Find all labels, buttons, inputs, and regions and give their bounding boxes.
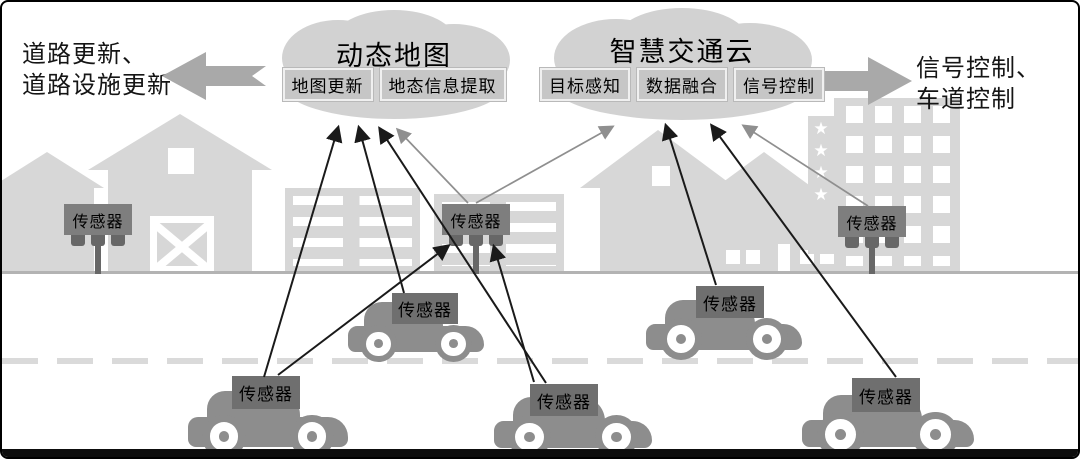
sensor-camera-icon bbox=[885, 237, 899, 248]
right-output-line2: 车道控制 bbox=[916, 87, 1016, 113]
cloud-function-box: 信号控制 bbox=[733, 67, 825, 102]
sensor-camera-icon bbox=[449, 235, 463, 246]
sensor-pole bbox=[473, 244, 479, 274]
cloud-title: 动态地图 bbox=[336, 41, 452, 71]
cloud-title: 智慧交通云 bbox=[609, 37, 755, 67]
star-icon: ★ bbox=[813, 163, 829, 182]
car-sensor-box: 传感器 bbox=[852, 378, 920, 412]
cloud-function-box: 数据融合 bbox=[636, 67, 728, 102]
star-icon: ★ bbox=[813, 141, 829, 160]
roadside-sensor-right: 传感器 bbox=[838, 206, 906, 274]
barn-door-icon bbox=[150, 216, 214, 273]
sensor-label: 传感器 bbox=[72, 213, 124, 231]
block-arrow-left-icon bbox=[162, 52, 266, 100]
shop-window-icon bbox=[726, 250, 740, 264]
shop-awning-icon bbox=[714, 228, 842, 241]
wheel-icon bbox=[435, 325, 472, 362]
car-sensor-box: 传感器 bbox=[696, 286, 764, 318]
bottom-frame-bar bbox=[2, 449, 1078, 457]
sensor-camera-icon bbox=[71, 235, 85, 246]
shop-door-icon bbox=[778, 244, 790, 273]
wheel-icon bbox=[660, 317, 703, 360]
city-block-left-windows-icon bbox=[293, 196, 412, 266]
sensor-camera-icon bbox=[489, 235, 503, 246]
left-output-line2: 道路设施更新 bbox=[22, 73, 172, 99]
sensor-pole bbox=[95, 244, 101, 274]
sensor-camera-icon bbox=[845, 237, 859, 248]
sensor-label: 传感器 bbox=[703, 294, 757, 314]
cloud-function-box: 地图更新 bbox=[281, 67, 374, 102]
house-far-right-roof-icon bbox=[704, 152, 824, 196]
house-right-window-icon bbox=[652, 166, 670, 186]
roadside-sensor-left: 传感器 bbox=[64, 204, 132, 274]
road-edge-line bbox=[2, 271, 1078, 274]
wheel-icon bbox=[745, 317, 788, 360]
house-right bbox=[600, 188, 725, 273]
sensor-label: 传感器 bbox=[537, 392, 591, 412]
cloud-function-box: 地态信息提取 bbox=[378, 67, 507, 102]
sensor-sign: 传感器 bbox=[442, 204, 510, 235]
sensor-camera-icon bbox=[91, 235, 105, 246]
car-sensor-box: 传感器 bbox=[392, 293, 458, 324]
right-output-label: 信号控制、 车道控制 bbox=[916, 54, 1041, 116]
sensor-label: 传感器 bbox=[859, 387, 913, 407]
sensor-sign: 传感器 bbox=[64, 204, 132, 235]
cloud-function-box: 目标感知 bbox=[539, 67, 631, 102]
star-icon: ★ bbox=[813, 185, 829, 204]
sensor-label: 传感器 bbox=[846, 215, 898, 233]
dynamic-map-cloud: 动态地图 地图更新 地态信息提取 bbox=[268, 8, 520, 122]
barn-window-icon bbox=[168, 148, 194, 174]
sensor-camera-icon bbox=[111, 235, 125, 246]
small-house-roof-icon bbox=[2, 152, 104, 188]
roadside-sensor-mid: 传感器 bbox=[442, 204, 510, 274]
sensor-label: 传感器 bbox=[239, 385, 293, 404]
lane-divider-line bbox=[2, 358, 1078, 364]
left-output-line1: 道路更新、 bbox=[22, 42, 147, 68]
block-arrow-right-icon bbox=[810, 57, 912, 105]
sensor-pole bbox=[869, 246, 875, 274]
right-output-line1: 信号控制、 bbox=[916, 56, 1041, 82]
car-sensor-box: 传感器 bbox=[530, 384, 598, 416]
star-icon: ★ bbox=[813, 119, 829, 138]
shop-window-icon bbox=[746, 250, 760, 264]
wheel-icon bbox=[360, 325, 397, 362]
sensor-label: 传感器 bbox=[450, 213, 502, 231]
car-sensor-box: 传感器 bbox=[232, 376, 300, 409]
sensor-sign: 传感器 bbox=[838, 206, 906, 237]
left-output-label: 道路更新、 道路设施更新 bbox=[22, 40, 172, 102]
smart-traffic-cloud: 智慧交通云 目标感知 数据融合 信号控制 bbox=[538, 6, 826, 122]
sensor-label: 传感器 bbox=[398, 301, 452, 320]
